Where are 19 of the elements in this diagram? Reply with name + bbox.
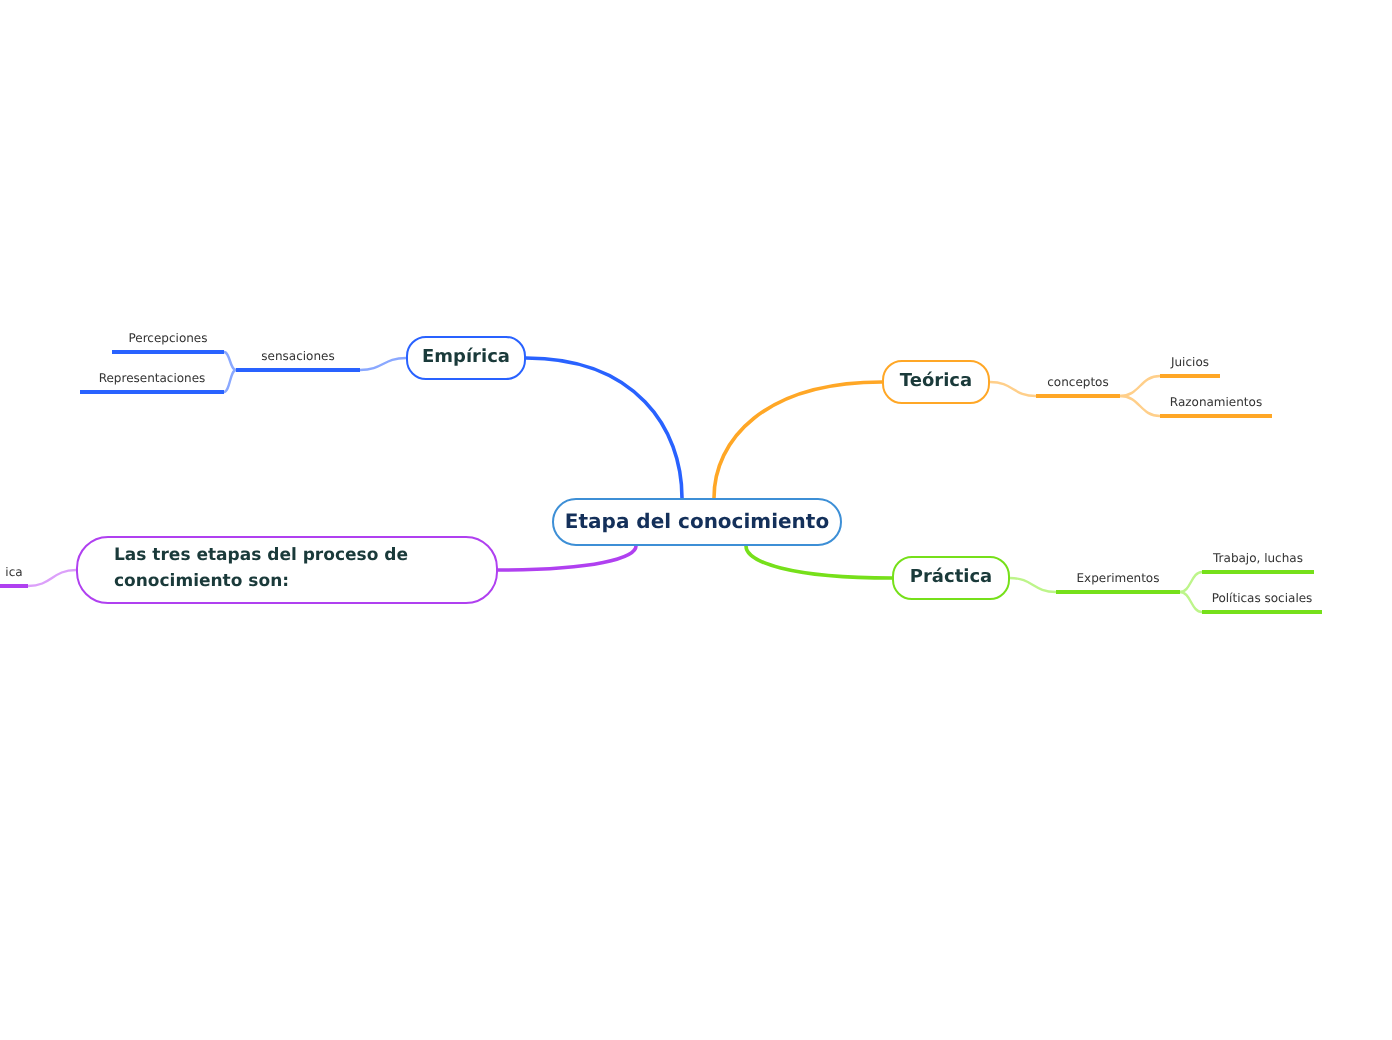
topic-box: Empírica bbox=[406, 336, 526, 380]
connector-line bbox=[27, 568, 77, 588]
connector-line bbox=[744, 545, 893, 580]
connector-line bbox=[1119, 394, 1161, 418]
connector-line bbox=[1119, 374, 1161, 398]
connector-line bbox=[1009, 576, 1057, 594]
connector-line bbox=[989, 380, 1037, 398]
connector-line bbox=[223, 368, 237, 394]
connector-line bbox=[498, 545, 638, 572]
central-topic-box: Etapa del conocimiento bbox=[552, 498, 842, 546]
connector-line bbox=[1179, 570, 1203, 594]
connector-line bbox=[223, 350, 237, 372]
connector-line bbox=[525, 356, 684, 499]
connector-line bbox=[1179, 590, 1203, 614]
connector-line bbox=[712, 380, 883, 499]
topic-box: Teórica bbox=[882, 360, 990, 404]
connector-line bbox=[359, 356, 407, 372]
topic-box: Práctica bbox=[892, 556, 1010, 600]
topic-box: Las tres etapas del proceso de conocimiento son: bbox=[76, 536, 498, 604]
